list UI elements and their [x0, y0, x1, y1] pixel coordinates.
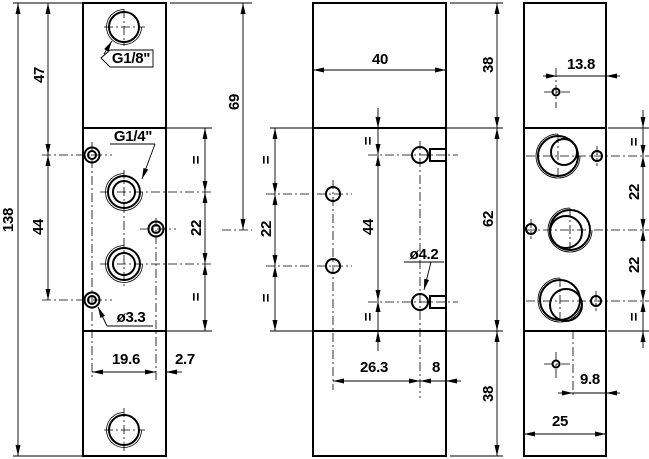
middle-view-dimensions: 40 = 22 = = 44 = ø4.2 26.3 8: [258, 51, 461, 384]
right-view-centerlines: [526, 68, 649, 398]
dim-equal: =: [258, 155, 275, 164]
dim-equal: =: [188, 292, 205, 301]
right-view-outline: [523, 2, 607, 457]
dim-screw-width: 19.6: [112, 351, 140, 368]
dim-section-top: 38: [480, 57, 497, 73]
dim-overall-height: 138: [0, 208, 17, 232]
dim-hole-bottom-x: 9.8: [580, 371, 600, 388]
dim-equal: =: [626, 137, 643, 146]
right-view: 13.8 9.8 25 = 22 22 =: [523, 2, 649, 457]
middle-view-outline: [312, 2, 447, 457]
right-view-holes: [525, 87, 603, 369]
label-thread-g14: G1/4": [114, 128, 152, 145]
dim-hole-pitch: 22: [258, 221, 275, 237]
section-dimension-chain: 38 62 38: [446, 2, 503, 457]
dim-section-bottom: 38: [480, 386, 497, 402]
dim-port-pitch: 22: [626, 184, 643, 200]
label-drill-33: ø3.3: [117, 309, 146, 326]
left-view-centerlines: [42, 9, 252, 452]
dim-screw-pitch: 44: [30, 218, 47, 235]
right-view-dimensions: 13.8 9.8 25 = 22 22 =: [524, 56, 649, 437]
dim-equal: =: [360, 136, 377, 145]
dim-width-40: 40: [372, 51, 388, 68]
middle-view: 40 = 22 = = 44 = ø4.2 26.3 8: [258, 2, 503, 457]
left-view: 138 47 44 19.6 2.7 = 22 = 69 G1/8" G1/4"…: [0, 2, 252, 457]
dim-equal: =: [258, 293, 275, 302]
dim-outlet-x: 8: [432, 359, 440, 376]
left-view-dimensions: 138 47 44 19.6 2.7 = 22 = 69: [0, 2, 252, 457]
label-drill-42: ø4.2: [410, 246, 439, 263]
label-thread-g18: G1/8": [112, 50, 150, 67]
dim-edge-gap: 2.7: [175, 351, 195, 368]
dim-equal: =: [360, 312, 377, 321]
dim-outlet-pitch: 44: [360, 218, 377, 235]
dim-width-25: 25: [552, 413, 568, 430]
middle-view-holes: [325, 146, 429, 311]
dim-equal: =: [188, 155, 205, 164]
left-view-labels: G1/8" G1/4" ø3.3: [97, 40, 156, 327]
dim-center-height: 69: [226, 94, 243, 110]
dim-port-pitch: 22: [188, 220, 205, 236]
dim-hole-top-x: 13.8: [567, 56, 595, 73]
dim-hole-x: 26.3: [360, 359, 388, 376]
left-view-outline: [82, 2, 167, 457]
middle-view-centerlines: [266, 141, 458, 398]
dim-port-pitch: 22: [626, 257, 643, 273]
dim-top-pitch: 47: [31, 67, 48, 83]
dim-section-middle: 62: [480, 211, 497, 227]
dim-equal: =: [626, 312, 643, 321]
